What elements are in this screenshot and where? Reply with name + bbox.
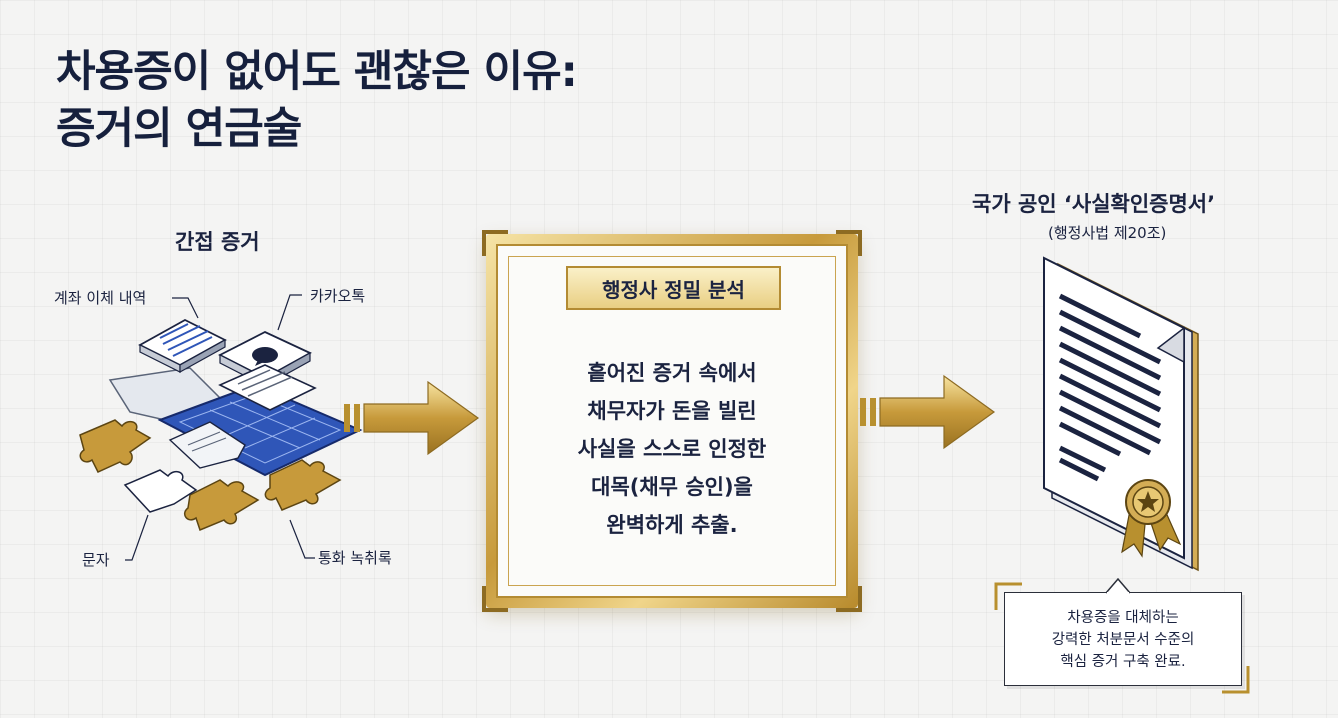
certificate-document-icon <box>1043 256 1199 572</box>
analysis-panel-title: 행정사 정밀 분석 <box>566 266 781 310</box>
analysis-panel: 행정사 정밀 분석 흩어진 증거 속에서 채무자가 돈을 빌린 사실을 스스로 … <box>482 230 862 612</box>
text-message-label: 문자 <box>82 551 110 569</box>
analysis-panel-text: 흩어진 증거 속에서 채무자가 돈을 빌린 사실을 스스로 인정한 대목(채무 … <box>498 354 846 544</box>
title-line-2: 증거의 연금술 <box>56 104 302 154</box>
analysis-panel-inner: 행정사 정밀 분석 흩어진 증거 속에서 채무자가 돈을 빌린 사실을 스스로 … <box>496 244 848 598</box>
analysis-line-4: 대목(채무 승인)을 <box>591 475 753 499</box>
callout-line-1: 차용증을 대체하는 <box>1067 610 1179 626</box>
gold-puzzle-pieces <box>79 419 342 532</box>
summary-callout: 차용증을 대체하는 강력한 처분문서 수준의 핵심 증거 구축 완료. <box>1004 592 1242 686</box>
page-title: 차용증이 없어도 괜찮은 이유: 증거의 연금술 <box>56 44 578 158</box>
certificate-subheading: (행정사법 제20조) <box>1048 224 1167 242</box>
evidence-puzzle-illustration <box>79 294 363 561</box>
analysis-line-3: 사실을 스스로 인정한 <box>577 437 767 461</box>
summary-callout-text: 차용증을 대체하는 강력한 처분문서 수준의 핵심 증거 구축 완료. <box>1005 607 1241 673</box>
bank-statement-doc <box>138 318 227 374</box>
callout-line-2: 강력한 처분문서 수준의 <box>1051 632 1195 648</box>
document-text-lines <box>1058 293 1162 482</box>
certificate-heading: 국가 공인 ‘사실확인증명서’ <box>972 192 1216 216</box>
callout-gold-brackets <box>994 582 1250 694</box>
gold-seal-icon <box>1121 479 1182 558</box>
analysis-line-1: 흩어진 증거 속에서 <box>587 361 757 385</box>
analysis-line-2: 채무자가 돈을 빌린 <box>587 399 757 423</box>
arrow-right-icon <box>344 380 480 456</box>
callout-line-3: 핵심 증거 구축 완료. <box>1060 654 1186 670</box>
title-line-1: 차용증이 없어도 괜찮은 이유: <box>56 47 578 97</box>
bank-transfer-label: 계좌 이체 내역 <box>54 289 147 307</box>
indirect-evidence-heading: 간접 증거 <box>175 230 260 254</box>
callout-pointer <box>1105 578 1131 594</box>
kakaotalk-label: 카카오톡 <box>310 287 366 305</box>
arrow-right-icon <box>860 374 996 450</box>
call-recording-label: 통화 녹취록 <box>318 549 392 567</box>
analysis-line-5: 완벽하게 추출. <box>606 513 738 537</box>
